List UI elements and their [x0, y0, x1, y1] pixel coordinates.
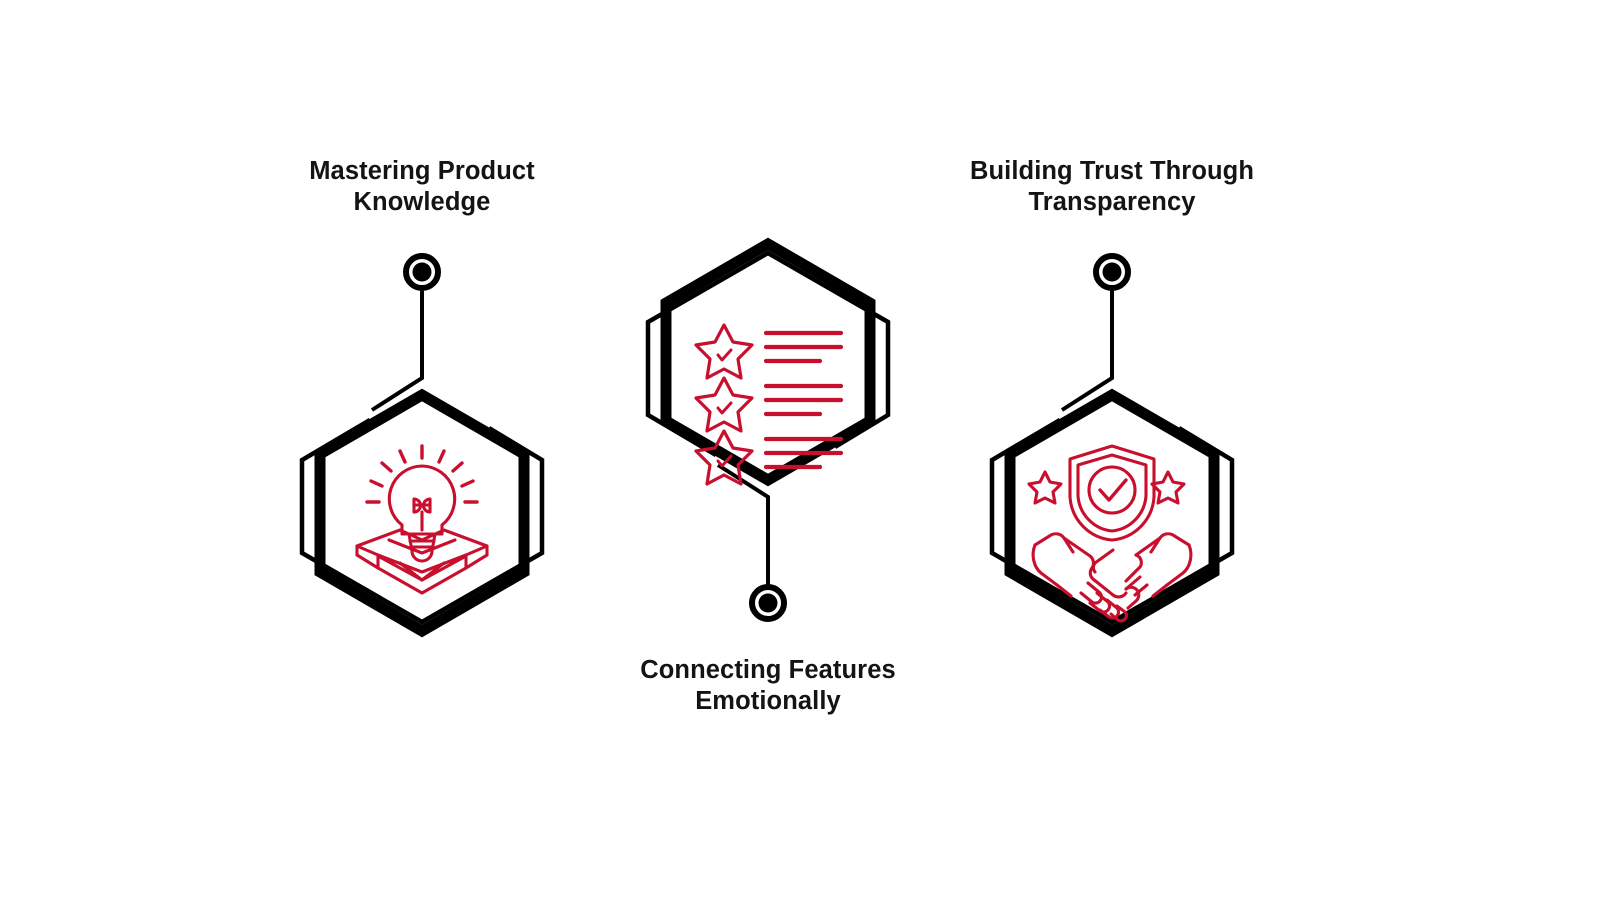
connector-line-up [370, 272, 424, 412]
connector-line-down [716, 463, 770, 603]
infographic-node-connecting-features-emotionally[interactable]: Connecting Features Emotionally [598, 237, 938, 875]
hexagon-inner-outline [660, 237, 876, 487]
star-checklist-icon [694, 323, 844, 486]
node-label-building-trust-through-transparency: Building Trust Through Transparency [969, 157, 1255, 216]
connector-dot-icon [1093, 253, 1131, 291]
hexagon-inner-outline [314, 388, 530, 638]
hexagon-inner-outline [1004, 388, 1220, 638]
hexagon-badge-building-trust-through-transparency [989, 253, 1235, 638]
hexagon-outer-outline [645, 250, 891, 457]
connector-dot-icon [403, 253, 441, 291]
hexagon-outer-outline [989, 418, 1235, 625]
lightbulb-in-open-box-icon [355, 444, 489, 595]
handshake-shield-check-icon [1027, 444, 1193, 623]
node-label-mastering-product-knowledge: Mastering Product Knowledge [309, 157, 535, 216]
hexagon-badge-connecting-features-emotionally [645, 237, 891, 622]
infographic-node-building-trust-through-transparency[interactable]: Building Trust Through Transparency [942, 140, 1282, 760]
connector-dot-icon [749, 584, 787, 622]
node-label-connecting-features-emotionally: Connecting Features Emotionally [640, 656, 896, 715]
infographic-node-mastering-product-knowledge[interactable]: Mastering Product Knowledge [252, 140, 592, 760]
connector-line-up [1060, 272, 1114, 412]
hexagon-outer-outline [299, 418, 545, 625]
hexagon-badge-mastering-product-knowledge [299, 253, 545, 638]
